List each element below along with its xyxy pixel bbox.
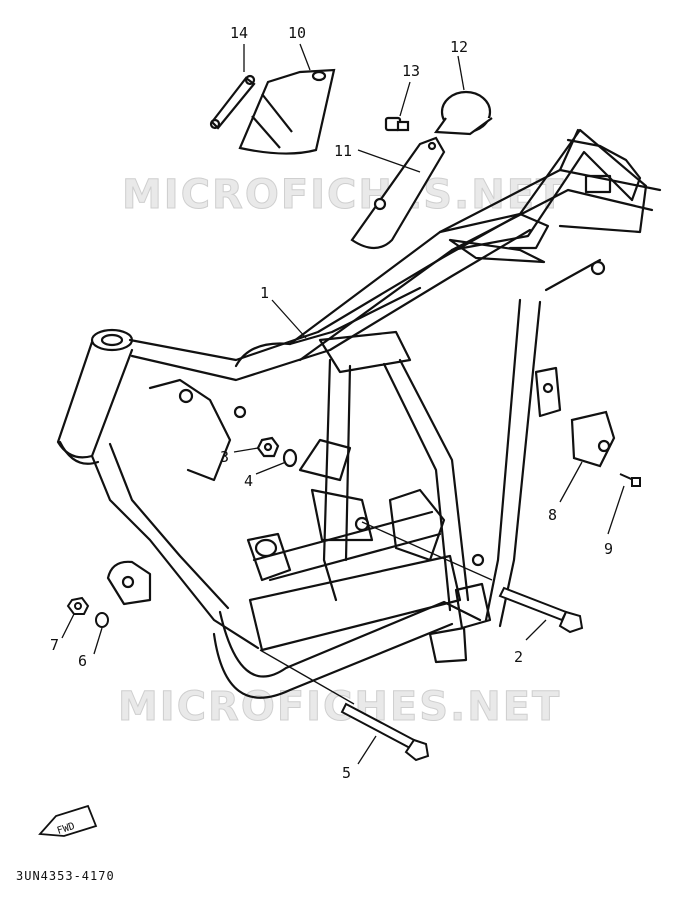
top-tube-right-lower	[298, 188, 654, 362]
part-5-lower-bolt	[340, 702, 430, 762]
center-plate	[318, 330, 412, 374]
swingarm-bracket	[388, 488, 446, 562]
rear-brace	[544, 258, 602, 292]
callout-1: 1	[260, 284, 269, 302]
callout-14: 14	[230, 24, 248, 42]
lower-cross-tube-2	[268, 532, 442, 582]
lower-left-bracket	[106, 560, 152, 606]
center-tube-right	[398, 358, 470, 602]
callout-10: 10	[288, 24, 306, 42]
part-10-cover	[238, 68, 336, 155]
center-tube-right-inner	[382, 362, 452, 612]
callout-13: 13	[402, 62, 420, 80]
seat-rail-right	[438, 128, 648, 234]
part-2-long-bolt	[498, 586, 584, 634]
callout-11: 11	[334, 142, 352, 160]
seat-rail-rear-stay	[558, 128, 580, 172]
part-3-nut	[256, 436, 280, 458]
right-side-hole	[542, 382, 554, 394]
part-11-pipe	[350, 136, 446, 250]
top-tube-left-lower	[130, 228, 532, 382]
lower-cradle-front	[218, 600, 482, 678]
watermark-bottom: MICROFICHES.NET	[118, 684, 561, 730]
part-14-strap	[209, 74, 256, 130]
mount-hole-front-2	[233, 405, 247, 419]
cross-plate-rear	[448, 238, 546, 264]
rear-downtube-inner	[498, 300, 542, 628]
part-4-washer	[282, 448, 298, 468]
callout-7: 7	[50, 636, 59, 654]
rear-downtube-outer	[484, 298, 522, 622]
lower-cross-tube	[252, 510, 434, 562]
front-downtube-outer	[90, 454, 260, 650]
part-12-cap	[433, 90, 493, 136]
callout-6: 6	[78, 652, 87, 670]
watermark-top: MICROFICHES.NET	[122, 172, 565, 218]
right-side-mount	[534, 366, 562, 418]
rear-loop	[566, 138, 642, 202]
part-code: 3UN4353-4170	[16, 869, 115, 883]
callout-8: 8	[548, 506, 557, 524]
callout-3: 3	[220, 448, 229, 466]
engine-bracket-upper	[298, 438, 352, 482]
steering-head	[56, 328, 134, 465]
front-lug-hole	[254, 538, 278, 558]
part-13-bolt	[384, 116, 410, 132]
part-7-nut	[66, 596, 90, 615]
skid-plate-mount	[248, 554, 462, 652]
callout-5: 5	[342, 764, 351, 782]
callout-2: 2	[514, 648, 523, 666]
rear-gusset	[508, 212, 550, 250]
mount-hole	[590, 260, 606, 276]
front-lug	[246, 532, 292, 582]
part-8-bracket	[570, 410, 616, 468]
front-downtube-inner	[108, 442, 230, 610]
top-tube-left	[128, 212, 522, 362]
engine-mount-plate	[148, 378, 232, 482]
fwd-arrow-icon: FWD	[38, 804, 98, 837]
fwd-label: FWD	[56, 821, 77, 837]
part-6-washer	[95, 612, 109, 628]
callout-12: 12	[450, 38, 468, 56]
center-tube-left-inner	[344, 364, 352, 562]
lower-left-hole	[121, 575, 135, 589]
footrest-bracket	[454, 582, 492, 630]
mount-hole-front	[178, 388, 194, 404]
lower-rear-bracket	[428, 626, 468, 664]
callout-4: 4	[244, 472, 253, 490]
part-9-screw	[619, 473, 641, 487]
leader-lines	[61, 43, 625, 765]
main-frame	[56, 128, 662, 699]
pivot-hole-rear	[471, 553, 485, 567]
engine-bracket-middle	[310, 488, 374, 542]
rear-mount-plate	[584, 174, 612, 194]
lower-cradle-back	[212, 622, 454, 699]
center-tube-left	[322, 358, 338, 602]
callout-9: 9	[604, 540, 613, 558]
